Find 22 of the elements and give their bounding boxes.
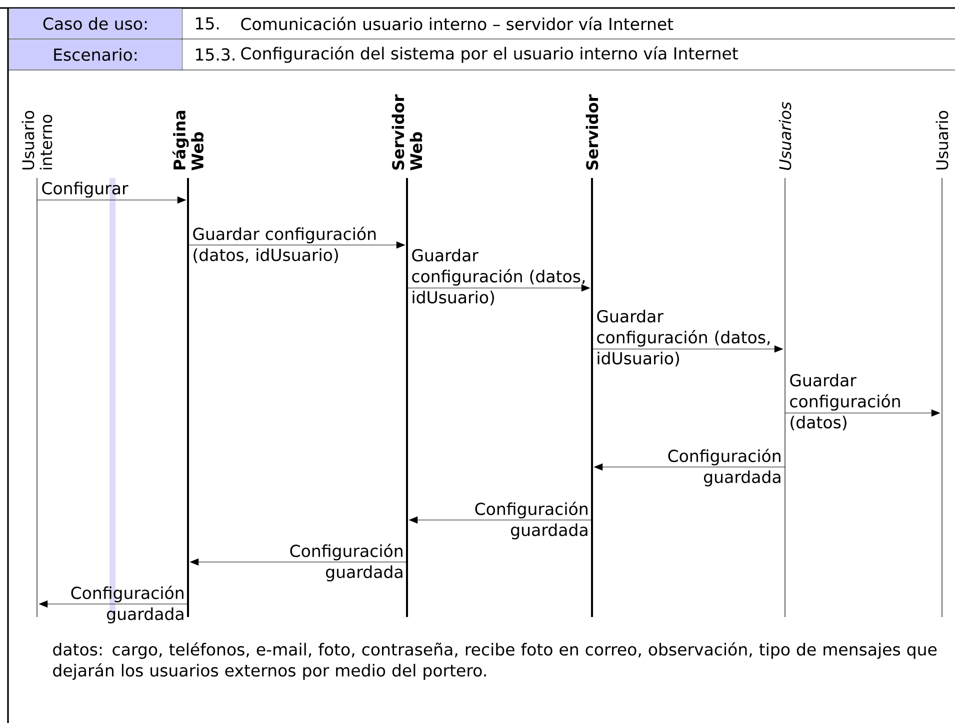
participant-label: Usuario bbox=[936, 110, 948, 170]
edge-label: Configuración guardada bbox=[71, 586, 184, 624]
edge-label: Guardar configuración (datos, idUsuario) bbox=[412, 248, 585, 306]
header-cell: Escenario: bbox=[9, 40, 182, 70]
header-cell: Caso de uso: bbox=[9, 8, 182, 38]
participant-label: Usuarios bbox=[778, 102, 792, 170]
edge-label: Guardar configuración (datos, idUsuario) bbox=[193, 226, 376, 264]
cell-text: Comunicación usuario interno – servidor vía Internet bbox=[241, 16, 674, 30]
participant-label: Servidor bbox=[586, 94, 598, 170]
cell-number: 15.3. bbox=[196, 48, 234, 61]
note-text: datos: cargo, teléfonos, e-mail, foto, contraseña, recibe foto en correo, observación, tipo de mensajes que dejarán los usuarios externos por medio del portero. bbox=[53, 642, 937, 680]
edge-label: Configurar bbox=[42, 182, 128, 198]
edge-label: Guardar configuración (datos) bbox=[790, 374, 900, 430]
participant-label: Servidor Web bbox=[392, 94, 422, 170]
participant-label: Página Web bbox=[172, 110, 204, 170]
edge-label: Configuración guardada bbox=[290, 544, 402, 582]
edge-label: Configuración guardada bbox=[475, 502, 588, 540]
edge-label: Configuración guardada bbox=[668, 448, 780, 486]
cell-text: Configuración del sistema por el usuario interno vía Internet bbox=[241, 46, 738, 63]
cell-number: 15. bbox=[196, 17, 219, 30]
participant-label: Usuario interno bbox=[22, 110, 52, 170]
edge-label: Guardar configuración (datos, idUsuario) bbox=[597, 310, 770, 366]
